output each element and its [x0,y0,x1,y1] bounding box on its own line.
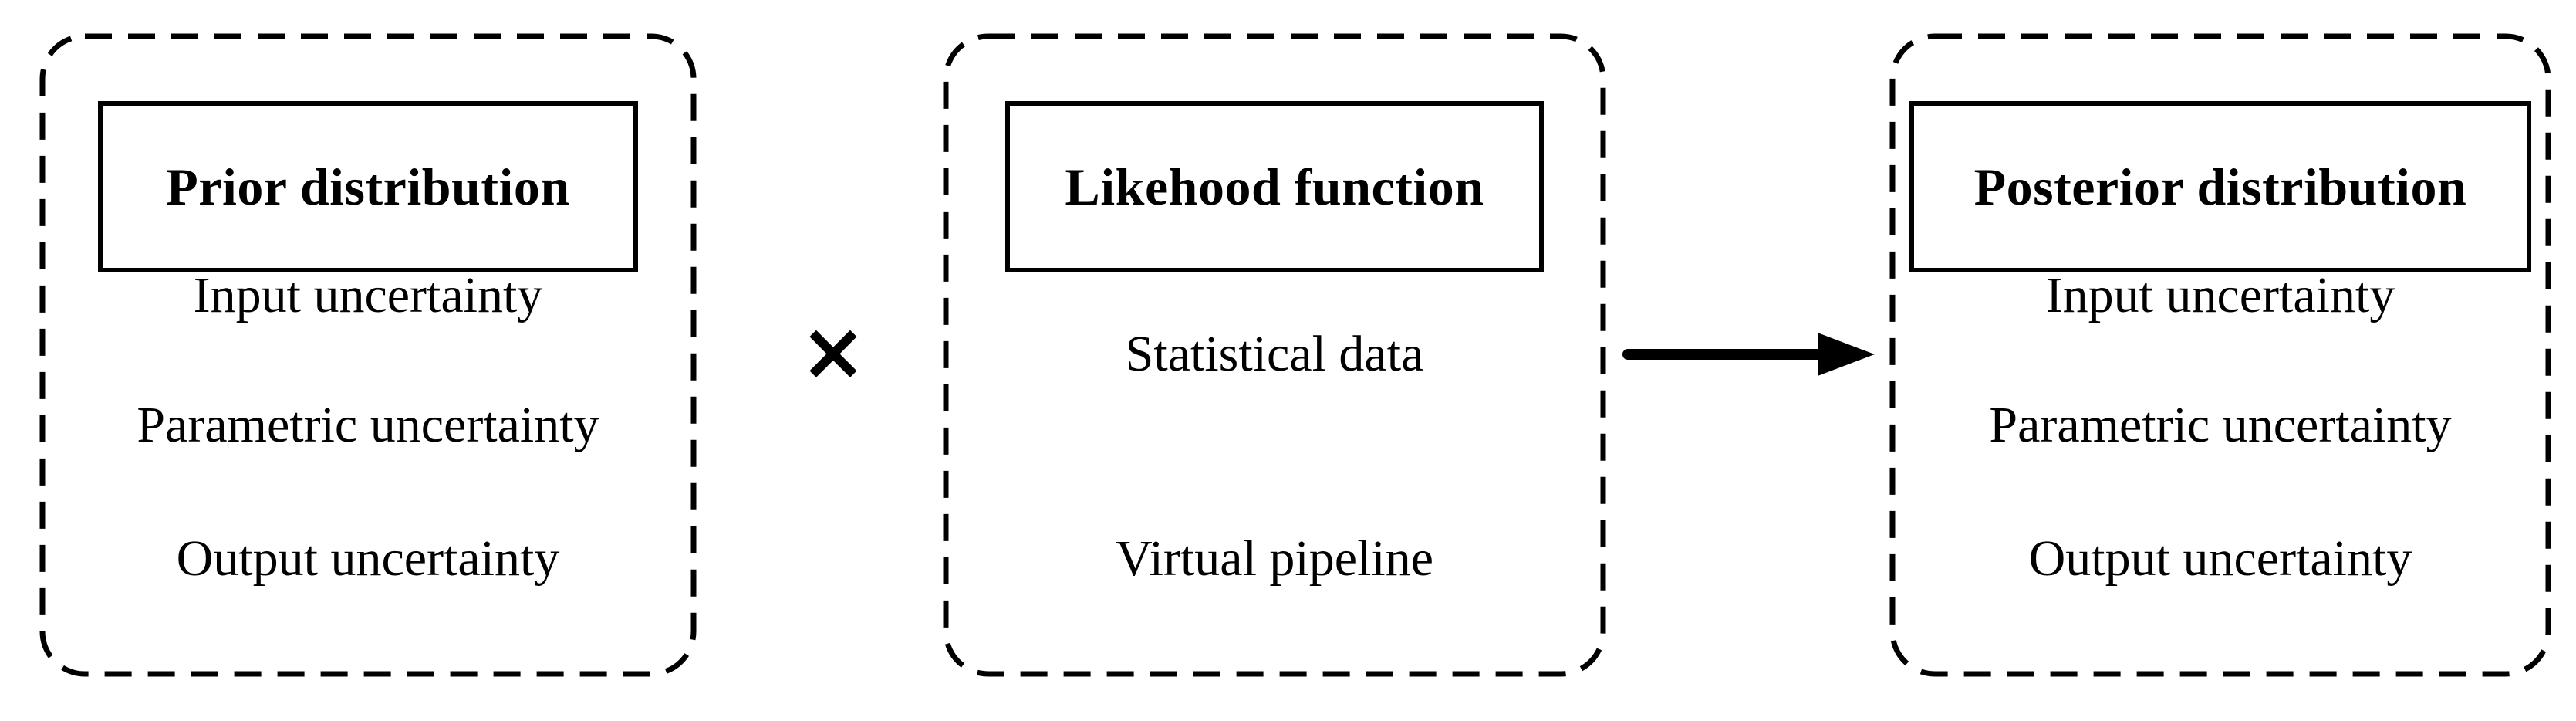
posterior-item-input-uncertainty: Input uncertainty [2045,267,2395,323]
dashed-border [1889,33,2551,677]
dashed-border [39,33,697,677]
likelihood-function-title: Likehood function [1065,157,1484,216]
posterior-distribution-title: Posterior distribution [1973,157,2467,216]
arrow-right-icon [1622,333,1875,376]
prior-item-output-uncertainty: Output uncertainty [176,530,560,587]
prior-distribution-title: Prior distribution [166,157,570,216]
prior-item-input-uncertainty: Input uncertainty [193,267,543,323]
posterior-item-parametric-uncertainty: Parametric uncertainty [1989,397,2452,453]
prior-distribution-title-box: Prior distribution [98,101,638,272]
likelihood-item-statistical-data: Statistical data [1125,326,1424,382]
likelihood-function-box: Likehood function Statistical data Virtu… [943,33,1606,677]
prior-item-parametric-uncertainty: Parametric uncertainty [137,397,599,453]
posterior-distribution-title-box: Posterior distribution [1909,101,2531,272]
dashed-border [943,33,1606,677]
likelihood-item-virtual-pipeline: Virtual pipeline [1115,530,1434,587]
likelihood-function-title-box: Likehood function [1005,101,1544,272]
prior-distribution-box: Prior distribution Input uncertainty Par… [39,33,697,677]
multiply-icon: × [799,303,867,398]
posterior-distribution-box: Posterior distribution Input uncertainty… [1889,33,2551,677]
posterior-item-output-uncertainty: Output uncertainty [2028,530,2412,587]
